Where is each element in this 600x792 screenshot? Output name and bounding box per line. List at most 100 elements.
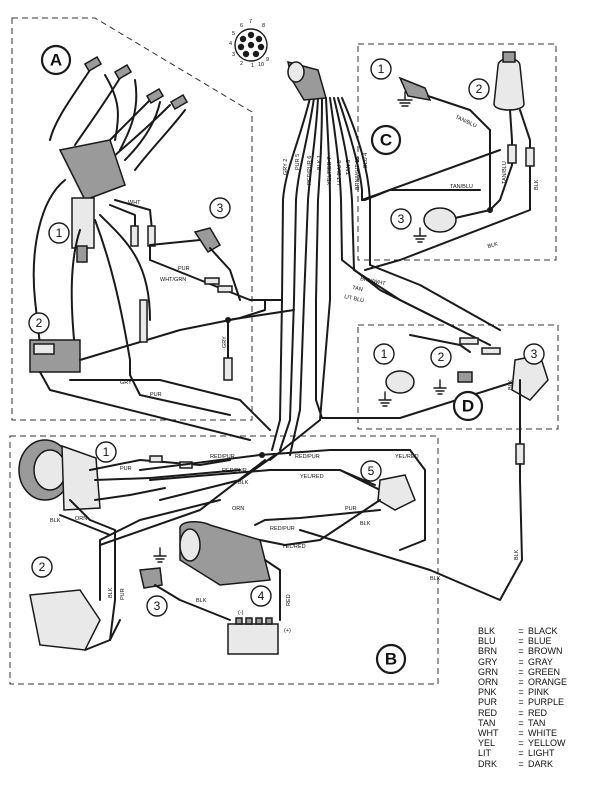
callout-number: 3 bbox=[398, 212, 405, 226]
wire-label: BLK 1 bbox=[317, 155, 323, 170]
legend-row: TAN=TAN bbox=[478, 718, 545, 728]
legend-equals: = bbox=[518, 636, 524, 647]
legend-code: PNK bbox=[478, 687, 497, 698]
callout-number: 2 bbox=[36, 316, 43, 330]
wire-label: YEL/RED 7 bbox=[327, 157, 333, 185]
legend-row: DRK=DARK bbox=[478, 759, 553, 769]
wire-label: TAN/BLU bbox=[450, 184, 473, 190]
section-letter-a: A bbox=[50, 51, 62, 70]
callout-number: 3 bbox=[154, 599, 161, 613]
wire-label: GRY 2 bbox=[283, 159, 289, 175]
legend-equals: = bbox=[518, 646, 524, 657]
legend-equals: = bbox=[518, 738, 524, 749]
legend-row: LIT = LIGHT bbox=[478, 748, 555, 758]
wire-label: GRY bbox=[120, 380, 132, 386]
wire-label: BLK bbox=[534, 179, 540, 190]
wire-label: PUR bbox=[120, 588, 126, 600]
wire-label: PUR 5 bbox=[295, 154, 301, 170]
legend-equals: = bbox=[518, 656, 524, 667]
engine-block bbox=[29, 589, 101, 651]
section-d: BRN/WHT TAN LIT BLU BLK bbox=[299, 276, 549, 601]
callout-number: 3 bbox=[217, 201, 224, 215]
legend-row: ORN=ORANGE bbox=[478, 677, 567, 687]
legend-code: YEL bbox=[478, 738, 496, 749]
wire-label: TAN/BLU bbox=[454, 114, 477, 129]
legend-equals: = bbox=[518, 666, 524, 677]
callout-number: 1 bbox=[381, 347, 388, 361]
legend-color-name: PINK bbox=[528, 687, 550, 698]
section-d-boundary bbox=[357, 324, 559, 430]
wire-label: YEL/RED bbox=[282, 544, 306, 550]
oil-reservoir bbox=[493, 57, 525, 111]
callout-number: 1 bbox=[56, 226, 63, 240]
callout-number: 4 bbox=[258, 589, 265, 603]
legend-color-name: YELLOW bbox=[528, 738, 566, 749]
wire-label: LIT BLU 8 bbox=[337, 160, 343, 185]
legend-code: RED bbox=[478, 707, 498, 718]
wire-label: RED/PUR bbox=[210, 454, 235, 460]
legend-equals: = bbox=[518, 687, 524, 698]
wire-label: TAN/BLU bbox=[502, 161, 508, 184]
legend-color-name: ORANGE bbox=[528, 677, 568, 687]
legend-code: PUR bbox=[478, 697, 498, 708]
legend-code: WHT bbox=[478, 728, 499, 738]
d-sender bbox=[385, 370, 415, 394]
wire-label: BLK bbox=[238, 480, 249, 486]
wire-label: BLK bbox=[487, 241, 499, 250]
starter-motor bbox=[179, 520, 271, 586]
legend-color-name: GREEN bbox=[528, 666, 561, 677]
ground-stud bbox=[139, 567, 163, 589]
wire-label: BRN/WHT 10 bbox=[355, 157, 361, 190]
legend-color-name: BLACK bbox=[528, 626, 558, 636]
pin-label: 3 bbox=[232, 52, 235, 58]
d-switch bbox=[457, 371, 473, 383]
legend-color-name: BROWN bbox=[528, 646, 563, 657]
wire-label: BLK bbox=[430, 576, 441, 582]
pin-label: 7 bbox=[249, 19, 252, 25]
battery-positive: (+) bbox=[284, 628, 291, 634]
pin-label: 6 bbox=[240, 23, 243, 29]
section-b-boundary bbox=[9, 435, 439, 685]
legend-equals: = bbox=[518, 728, 524, 738]
legend-color-name: TAN bbox=[528, 717, 546, 728]
connector-pin-face: 7 6 5 4 3 2 1 10 9 8 bbox=[229, 19, 269, 69]
section-letter-d: D bbox=[462, 397, 474, 416]
wire-label: RED/PUR bbox=[270, 526, 295, 532]
legend-row: BLU = BLUE bbox=[478, 636, 552, 646]
battery bbox=[227, 623, 279, 655]
harness-plug bbox=[286, 60, 327, 101]
legend-row: BRN=BROWN bbox=[478, 646, 563, 656]
section-letter-b: B bbox=[385, 650, 397, 669]
wire-label: YEL/RED bbox=[395, 454, 419, 460]
legend-row: PUR=PURPLE bbox=[478, 697, 564, 707]
electric-choke bbox=[193, 227, 222, 254]
legend-color-name: BLUE bbox=[528, 636, 552, 647]
wire-label: BLK bbox=[360, 521, 371, 527]
section-a: WHT PUR WHT/GRN GRY GRY PUR bbox=[29, 56, 295, 441]
wire-label: TAN bbox=[352, 285, 364, 293]
legend-code: LIT bbox=[478, 748, 492, 759]
wire-label: WHT bbox=[128, 200, 141, 206]
pin-label: 1 bbox=[251, 63, 254, 69]
legend-equals: = bbox=[518, 748, 524, 759]
pin-label: 8 bbox=[262, 23, 265, 29]
pin-label: 2 bbox=[240, 61, 243, 67]
wire-label: GRY bbox=[222, 336, 228, 348]
legend-color-name: LIGHT bbox=[528, 748, 555, 759]
section-b: PUR BLK ORN BLK PUR RED/PUR RED/PUR BLK … bbox=[18, 439, 520, 655]
wire-label: BLK bbox=[196, 598, 207, 604]
legend-row: PNK = PINK bbox=[478, 687, 549, 697]
wire-label: BLK bbox=[108, 587, 114, 598]
wire-label: WHT/GRN bbox=[160, 277, 186, 283]
wire-label: PUR bbox=[345, 506, 357, 512]
callout-number: 2 bbox=[438, 350, 445, 364]
legend-code: BLU bbox=[478, 636, 496, 647]
section-a-boundary bbox=[11, 17, 253, 421]
wire-label: PUR bbox=[120, 466, 132, 472]
harness-labels: GRY 2 PUR 5 RED/PUR 6 BLK 1 YEL/RED 7 LI… bbox=[283, 153, 369, 190]
wire-label: ORN bbox=[75, 516, 87, 522]
wire-label: RED/PUR bbox=[222, 468, 247, 474]
wire-label: RED/PUR 6 bbox=[307, 156, 313, 185]
legend-code: TAN bbox=[478, 717, 496, 728]
